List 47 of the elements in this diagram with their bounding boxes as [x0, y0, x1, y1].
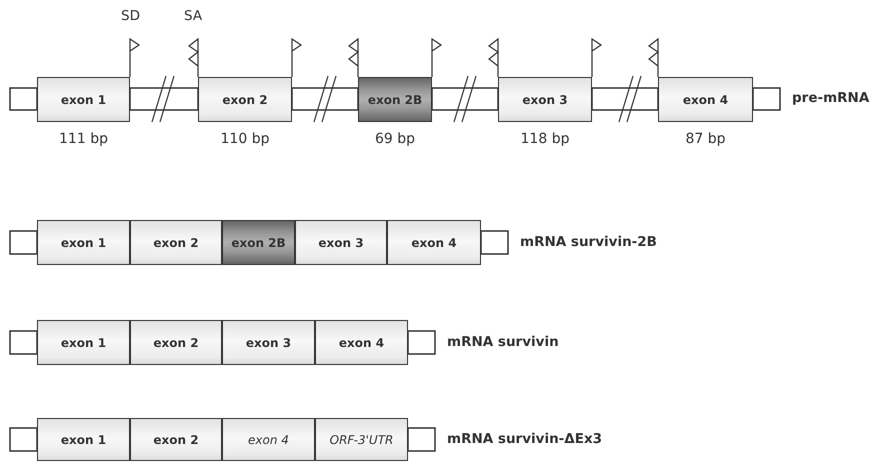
exon-box [498, 77, 592, 122]
exon-label: exon 4 [411, 236, 457, 250]
exon-label: exon 2 [153, 236, 199, 250]
exon-label: exon 2 [153, 336, 199, 350]
exon-label: exon 3 [522, 92, 568, 106]
exon-label: exon 4 [248, 432, 289, 446]
exon-box [315, 320, 408, 365]
exon-box [222, 320, 315, 365]
exon-box [358, 77, 432, 122]
exon-box [222, 220, 295, 265]
length-label: 69 bp [374, 131, 416, 147]
transcript-label: mRNA survivin [447, 334, 559, 350]
exon-label: exon 2B [231, 236, 286, 250]
exon-label: exon 1 [60, 236, 106, 250]
splice-site-label: SA [184, 8, 202, 24]
length-label: 111 bp [59, 131, 108, 147]
exon-box [130, 220, 222, 265]
exon-box [130, 320, 222, 365]
transcript-label: mRNA survivin-ΔEx3 [447, 431, 602, 447]
length-label: 87 bp [685, 131, 726, 147]
length-label: 118 bp [520, 131, 570, 147]
transcript-label: mRNA survivin-2B [520, 234, 657, 250]
splice-site-label: SD [121, 8, 140, 24]
exon-label: exon 3 [318, 236, 364, 250]
exon-box [37, 418, 130, 461]
exon-box [198, 77, 292, 122]
exon-label: exon 2 [222, 92, 268, 106]
exon-box [222, 418, 315, 461]
exon-label: ORF-3'UTR [330, 432, 394, 446]
exon-label: exon 2 [153, 432, 199, 446]
exon-box [295, 220, 387, 265]
exon-label: exon 4 [338, 336, 384, 350]
exon-label: exon 1 [60, 92, 106, 106]
exon-box [658, 77, 753, 122]
exon-label: exon 1 [60, 336, 106, 350]
exon-label: exon 3 [246, 336, 292, 350]
exon-box [37, 320, 130, 365]
exon-label: exon 4 [682, 92, 728, 106]
length-label: 110 bp [220, 131, 270, 147]
exon-label: exon 1 [60, 432, 106, 446]
transcript-label: pre-mRNA [792, 90, 870, 106]
exon-box [37, 220, 130, 265]
exon-label: exon 2B [368, 92, 422, 106]
exon-box [37, 77, 130, 122]
exon-box [315, 418, 408, 461]
exon-box [387, 220, 481, 265]
exon-box [130, 418, 222, 461]
